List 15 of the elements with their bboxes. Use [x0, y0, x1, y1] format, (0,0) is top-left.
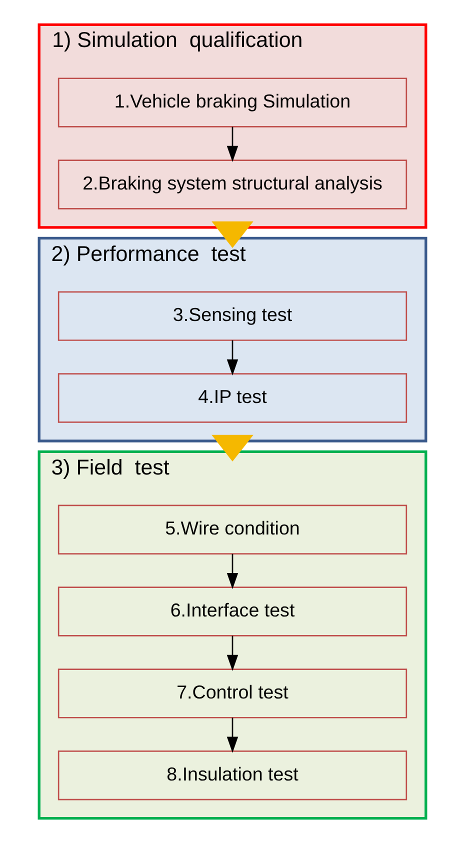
- node-box: 7.Control test: [57, 668, 407, 718]
- node-box: 2.Braking system structural analysis: [57, 160, 407, 210]
- node-box: 5.Wire condition: [57, 504, 407, 554]
- arrow: [226, 340, 238, 376]
- node-box: 8.Insulation test: [57, 750, 407, 800]
- node-box: 1.Vehicle braking Simulation: [57, 78, 407, 128]
- node-box: 6.Interface test: [57, 586, 407, 636]
- arrow: [226, 636, 238, 671]
- arrow: [226, 718, 238, 753]
- node-box: 3.Sensing test: [57, 291, 407, 341]
- arrow: [211, 434, 253, 462]
- node-box: 4.IP test: [57, 373, 407, 423]
- arrow: [226, 554, 238, 590]
- arrow: [211, 221, 253, 248]
- arrow: [226, 126, 238, 162]
